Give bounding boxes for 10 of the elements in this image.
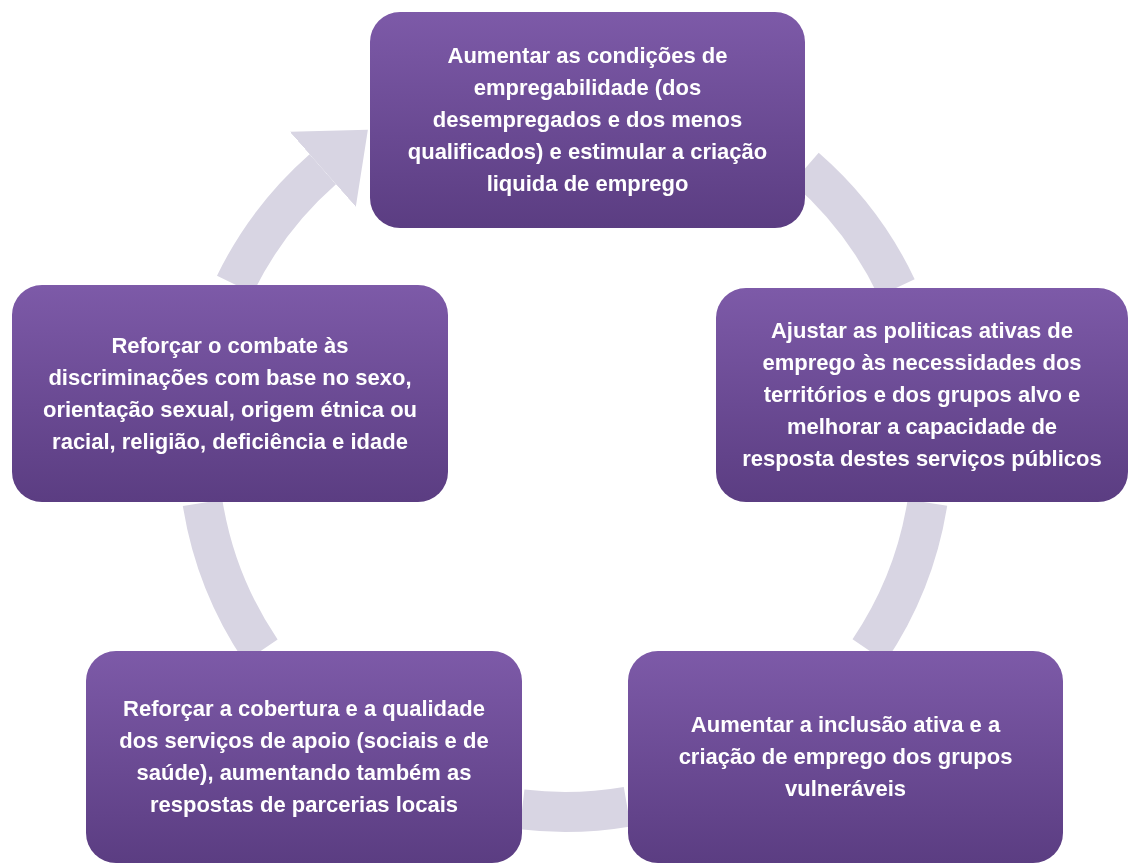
goal-text: Ajustar as politicas ativas de emprego às necessidades dos territórios e dos grupos alvo e melhorar a capacidade de resposta destes serviços públicos: [741, 317, 1103, 473]
goal-box: [628, 651, 1063, 863]
goal-box: [12, 285, 448, 502]
goal-text: Aumentar as condições de empregabilidade (dos desempregados e dos menos qualificados) e estimular a criação liquida de emprego: [406, 42, 769, 198]
goal-text: Aumentar a inclusão ativa e a criação de emprego dos grupos vulneráveis: [677, 711, 1014, 803]
goal-box: [716, 288, 1128, 502]
goal-box: [86, 651, 522, 863]
goal-text: Reforçar a cobertura e a qualidade dos serviços de apoio (sociais e de saúde), aumentando também as respostas de parcerias locais: [118, 695, 490, 819]
goal-box: [370, 12, 805, 228]
goal-text: Reforçar o combate às discriminações com base no sexo, orientação sexual, origem étnica ou racial, religião, deficiência e idade: [41, 331, 419, 456]
